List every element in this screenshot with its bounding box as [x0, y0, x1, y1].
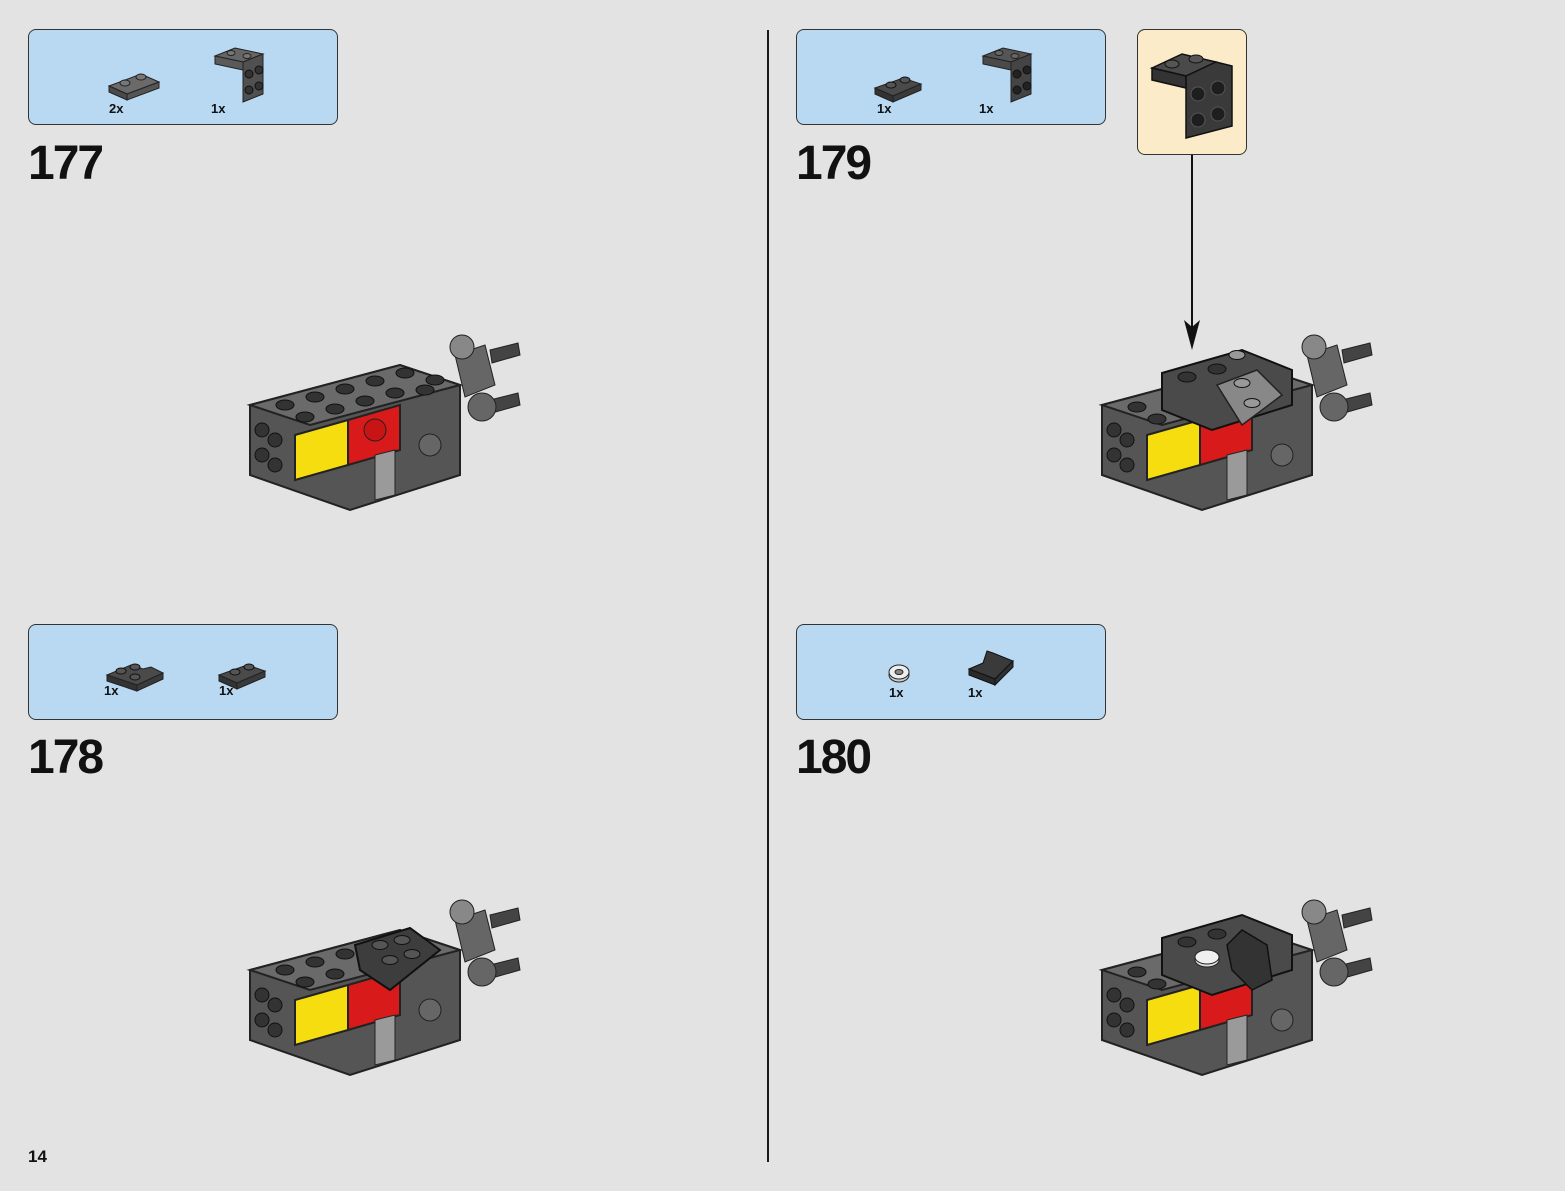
bracket-2x2-icon	[973, 36, 1053, 116]
part-qty: 1x	[219, 683, 234, 698]
page-divider	[767, 30, 769, 1162]
part-qty: 1x	[211, 101, 226, 116]
part-qty: 1x	[979, 101, 994, 116]
step-number: 180	[796, 731, 872, 784]
model-assembly-step-179	[1098, 334, 1373, 512]
model-assembly-step-180	[1098, 899, 1373, 1077]
parts-box-step-177: 2x 1x	[28, 29, 338, 125]
slope-plate-icon	[965, 639, 1045, 719]
step-number: 179	[796, 137, 872, 190]
model-assembly-step-177	[246, 334, 521, 512]
part-qty: 1x	[104, 683, 119, 698]
plate-1x2-icon	[213, 641, 293, 721]
sub-assembly-callout	[1137, 29, 1247, 155]
bracket-2x2-icon	[205, 36, 285, 116]
parts-box-step-179: 1x 1x	[796, 29, 1106, 125]
page-number: 14	[28, 1147, 47, 1166]
plate-corner-icon	[101, 641, 181, 721]
parts-box-step-178: 1x 1x	[28, 624, 338, 720]
step-number: 178	[28, 731, 104, 784]
round-tile-icon	[885, 655, 965, 735]
plate-1x2-icon	[869, 54, 949, 134]
part-qty: 1x	[968, 685, 983, 700]
plate-1x2-icon	[101, 50, 181, 130]
step-number: 177	[28, 137, 104, 190]
model-assembly-step-178	[246, 899, 521, 1077]
part-qty: 1x	[889, 685, 904, 700]
parts-box-step-180: 1x 1x	[796, 624, 1106, 720]
arrow-down-icon	[1184, 155, 1200, 350]
part-qty: 1x	[877, 101, 892, 116]
part-qty: 2x	[109, 101, 124, 116]
bracket-2x2-icon	[1149, 53, 1233, 139]
